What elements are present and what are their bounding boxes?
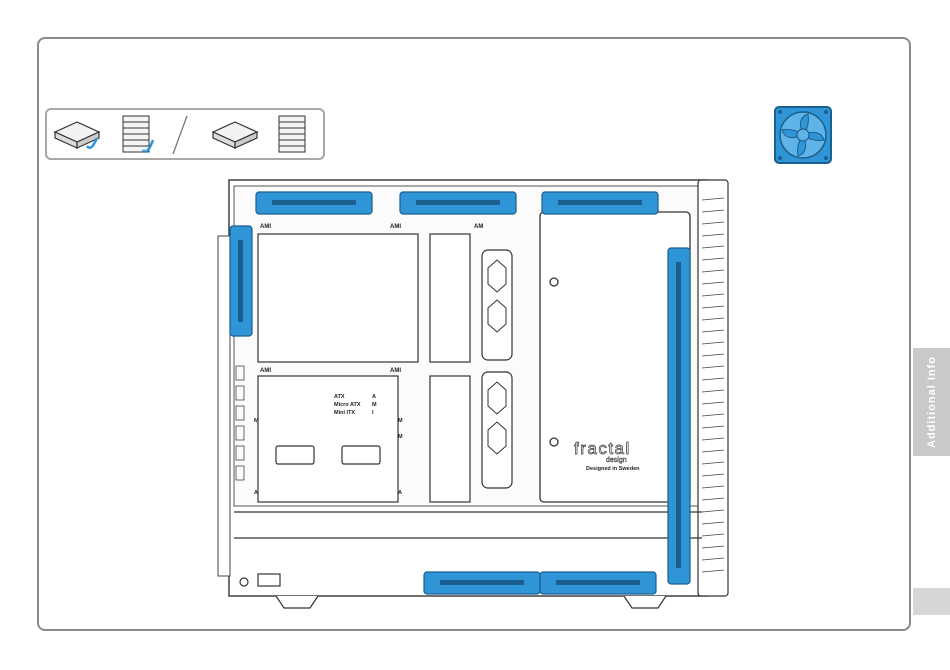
standoff-a-right: A bbox=[398, 490, 402, 496]
standoff-m-right-2: M bbox=[398, 434, 403, 440]
standoff-m-left: M bbox=[254, 418, 259, 424]
ami-label-top-right: AMI bbox=[390, 224, 401, 230]
drive-cage-icon bbox=[123, 116, 153, 152]
fan-icon bbox=[774, 106, 832, 164]
single-drive-icon bbox=[55, 122, 99, 148]
front-panel bbox=[698, 180, 728, 596]
form-code-a: A bbox=[372, 394, 376, 400]
brand-tagline: Designed in Sweden bbox=[586, 466, 640, 472]
foot-front bbox=[624, 596, 666, 608]
foot-rear bbox=[276, 596, 318, 608]
cable-cutout-right bbox=[342, 446, 380, 464]
brand-logo-sub: design bbox=[606, 457, 627, 464]
standoff-m-right-1: M bbox=[398, 418, 403, 424]
middle-column-upper bbox=[430, 234, 470, 362]
additional-info-tab[interactable]: Additional Info bbox=[913, 348, 950, 456]
case-side-diagram: AMI AMI AM AMI AMI ATX Micro ATX Mini IT… bbox=[214, 176, 742, 616]
form-factor-atx: ATX bbox=[334, 394, 345, 400]
single-drive-icon-alt bbox=[213, 122, 257, 148]
middle-column-lower bbox=[430, 376, 470, 502]
cable-cutout-left bbox=[276, 446, 314, 464]
drive-options-panel bbox=[45, 108, 325, 160]
ami-label-mid-left: AMI bbox=[260, 368, 271, 374]
power-connector bbox=[258, 574, 280, 586]
motherboard-tray bbox=[258, 376, 398, 502]
form-factor-mini-itx: Mini ITX bbox=[334, 410, 355, 416]
additional-info-tab-label: Additional Info bbox=[926, 356, 938, 448]
ami-label-mid-right: AMI bbox=[390, 368, 401, 374]
brand-logo: fractal bbox=[574, 439, 631, 458]
upper-bay-left bbox=[258, 234, 418, 362]
drive-options-illustration bbox=[47, 110, 323, 158]
hdd-cage-upper bbox=[482, 250, 512, 360]
standoff-a-left: A bbox=[254, 490, 258, 496]
side-tab-secondary[interactable] bbox=[913, 588, 950, 615]
rear-io-edge bbox=[218, 236, 230, 576]
ami-label-top-far: AM bbox=[474, 224, 483, 230]
ami-label-top-left: AMI bbox=[260, 224, 271, 230]
drive-cage-icon-alt bbox=[279, 116, 305, 152]
hdd-cage-lower bbox=[482, 372, 512, 488]
divider-slash bbox=[173, 116, 187, 154]
form-code-m: M bbox=[372, 402, 377, 408]
form-factor-micro-atx: Micro ATX bbox=[334, 402, 361, 408]
